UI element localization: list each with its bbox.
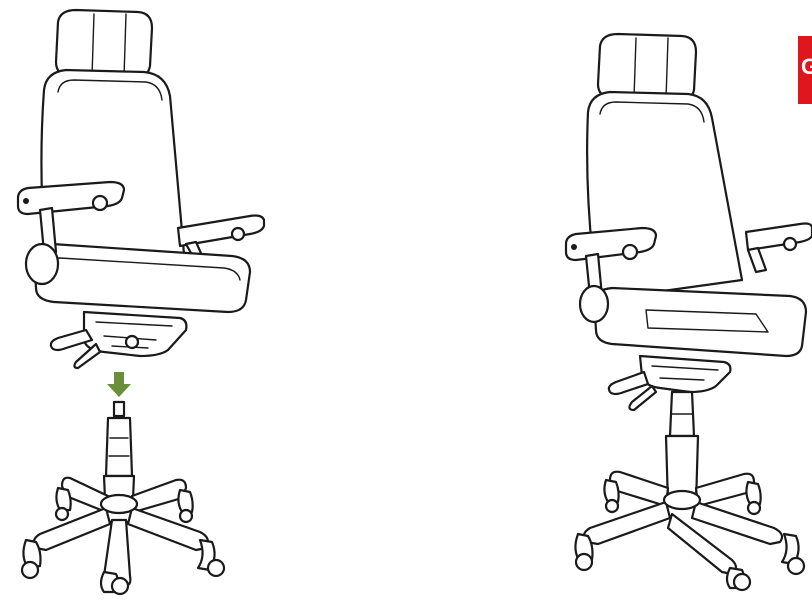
backrest — [586, 90, 744, 302]
armrest-left — [564, 226, 658, 298]
step-badge-letter: G — [801, 54, 812, 79]
chair-base — [20, 400, 226, 596]
armrest-right — [176, 214, 266, 264]
step-badge: G — [798, 36, 812, 104]
armrest-right — [744, 222, 812, 274]
headrest — [596, 32, 698, 102]
base-legs — [32, 476, 210, 588]
armrest-left — [16, 180, 126, 254]
adjustment-knob — [578, 284, 610, 324]
seat-mechanism — [607, 354, 732, 412]
backrest — [40, 68, 186, 270]
adjustment-knob — [24, 242, 60, 286]
attach-down-arrow — [107, 372, 131, 397]
seat-cushion — [32, 242, 252, 314]
headrest — [54, 8, 154, 80]
gas-lift-cylinder — [664, 390, 700, 506]
seat-cushion — [592, 286, 808, 358]
castors — [20, 486, 226, 596]
seat-mechanism — [49, 310, 188, 370]
castors — [574, 478, 806, 592]
chair-assembled — [564, 32, 812, 592]
chair-seat-unit-detached — [16, 8, 266, 370]
